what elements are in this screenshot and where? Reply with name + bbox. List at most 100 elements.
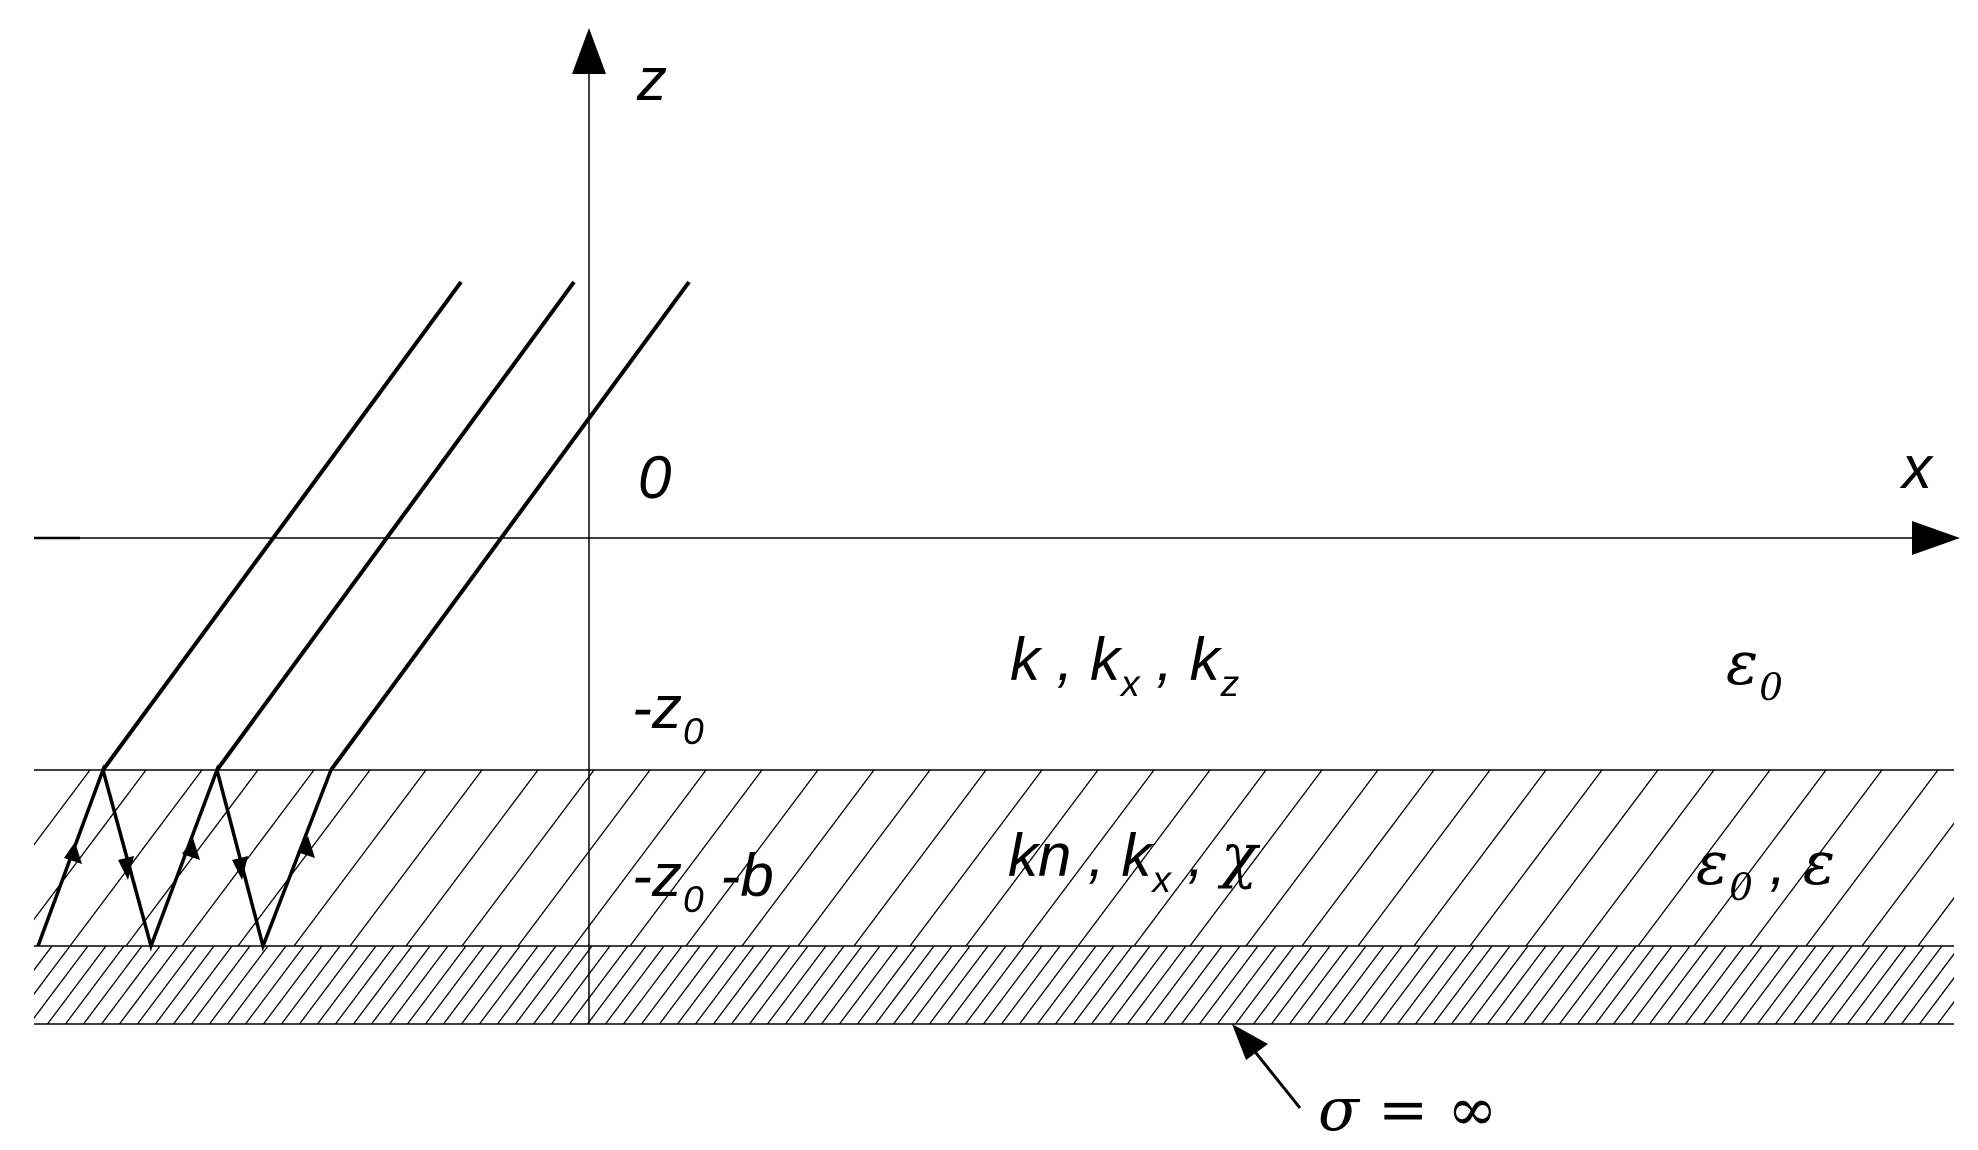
hatch-line: [1702, 946, 1763, 1024]
hatch-line: [1637, 770, 1771, 946]
hatch-line: [34, 946, 53, 972]
z-axis-arrowhead: [572, 28, 606, 74]
hatch-line: [64, 946, 125, 1024]
hatch-line: [1486, 946, 1547, 1024]
hatch-line: [1974, 770, 1978, 946]
hatch-line: [1077, 770, 1211, 946]
hatch-line: [1956, 946, 1978, 1024]
hatch-line: [1558, 946, 1619, 1024]
hatch-line: [694, 946, 755, 1024]
ray-arrow-up-3: [297, 836, 315, 858]
hatch-line: [685, 770, 819, 946]
incident-ray-3: [329, 280, 691, 772]
bottom-interface-level-label: -z0 -b: [632, 842, 774, 920]
hatch-line: [1648, 946, 1709, 1024]
hatch-line: [1861, 822, 1954, 946]
dielectric-layer-hatching: [34, 770, 1978, 946]
hatch-line: [1540, 946, 1601, 1024]
hatch-line: [34, 946, 35, 948]
hatch-line: [280, 946, 341, 1024]
vacuum-wave-vector-label: k , kx , kz: [1010, 626, 1240, 704]
hatch-line: [496, 946, 557, 1024]
hatch-line: [34, 770, 91, 846]
multiple-reflection-path: [36, 764, 333, 952]
hatch-line: [1021, 770, 1155, 946]
hatch-line: [797, 770, 931, 946]
hatch-line: [316, 946, 377, 1024]
hatch-line: [730, 946, 791, 1024]
ray-arrow-down-1: [118, 856, 134, 880]
hatch-line: [1133, 770, 1267, 946]
hatch-line: [1342, 946, 1403, 1024]
hatch-line: [820, 946, 881, 1024]
hatch-line: [1810, 946, 1871, 1024]
ray-arrow-up-1: [64, 842, 82, 864]
hatch-line: [573, 770, 707, 946]
hatch-line: [1252, 946, 1313, 1024]
hatch-line: [1522, 946, 1583, 1024]
hatch-line: [874, 946, 935, 1024]
hatch-line: [1108, 946, 1169, 1024]
hatch-line: [514, 946, 575, 1024]
hatch-line: [352, 946, 413, 1024]
vacuum-permittivity-label: ε0: [1726, 629, 1783, 709]
hatch-line: [1357, 770, 1491, 946]
conductor-pointer-arrowhead: [1232, 1024, 1268, 1060]
hatch-line: [784, 946, 845, 1024]
hatch-line: [1504, 946, 1565, 1024]
hatch-line: [262, 946, 323, 1024]
hatch-line: [965, 770, 1099, 946]
hatch-line: [424, 946, 485, 1024]
hatch-line: [1072, 946, 1133, 1024]
hatch-line: [1360, 946, 1421, 1024]
hatch-line: [1612, 946, 1673, 1024]
hatch-line: [293, 770, 427, 946]
hatch-line: [928, 946, 989, 1024]
hatch-line: [1630, 946, 1691, 1024]
z-axis-label: z: [637, 46, 667, 113]
hatch-line: [69, 770, 203, 946]
hatch-line: [1525, 770, 1659, 946]
hatch-line: [136, 946, 197, 1024]
hatch-line: [1378, 946, 1439, 1024]
hatch-line: [1805, 770, 1939, 946]
hatch-line: [82, 946, 143, 1024]
hatch-line: [838, 946, 899, 1024]
layer-wave-vector-label: kn , kx , χ: [1008, 821, 1258, 900]
hatch-line: [946, 946, 1007, 1024]
origin-label: 0: [638, 444, 672, 511]
hatch-line: [1198, 946, 1259, 1024]
hatch-line: [1324, 946, 1385, 1024]
hatch-line: [1900, 952, 1954, 1024]
ray-arrow-down-2: [232, 856, 248, 880]
hatch-line: [1469, 770, 1603, 946]
hatch-line: [298, 946, 359, 1024]
hatch-line: [1720, 946, 1781, 1024]
hatch-line: [964, 946, 1025, 1024]
hatch-line: [629, 770, 763, 946]
hatch-line: [1288, 946, 1349, 1024]
hatch-line: [1180, 946, 1241, 1024]
hatch-line: [1918, 976, 1954, 1024]
hatch-line: [1684, 946, 1745, 1024]
hatch-line: [1162, 946, 1223, 1024]
hatch-line: [1450, 946, 1511, 1024]
hatch-line: [388, 946, 449, 1024]
x-axis-label: x: [1902, 434, 1932, 501]
hatch-line: [244, 946, 305, 1024]
hatch-line: [1301, 770, 1435, 946]
hatch-line: [460, 946, 521, 1024]
hatch-line: [1144, 946, 1205, 1024]
hatch-line: [1666, 946, 1727, 1024]
hatch-line: [568, 946, 629, 1024]
hatch-line: [604, 946, 665, 1024]
hatch-line: [909, 770, 1043, 946]
hatch-line: [1018, 946, 1079, 1024]
layer-permittivity-label: ε0 , ε: [1696, 829, 1836, 909]
hatch-line: [1090, 946, 1151, 1024]
hatch-line: [1126, 946, 1187, 1024]
hatch-line: [190, 946, 251, 1024]
hatch-line: [741, 770, 875, 946]
hatch-line: [442, 946, 503, 1024]
hatch-line: [100, 946, 161, 1024]
